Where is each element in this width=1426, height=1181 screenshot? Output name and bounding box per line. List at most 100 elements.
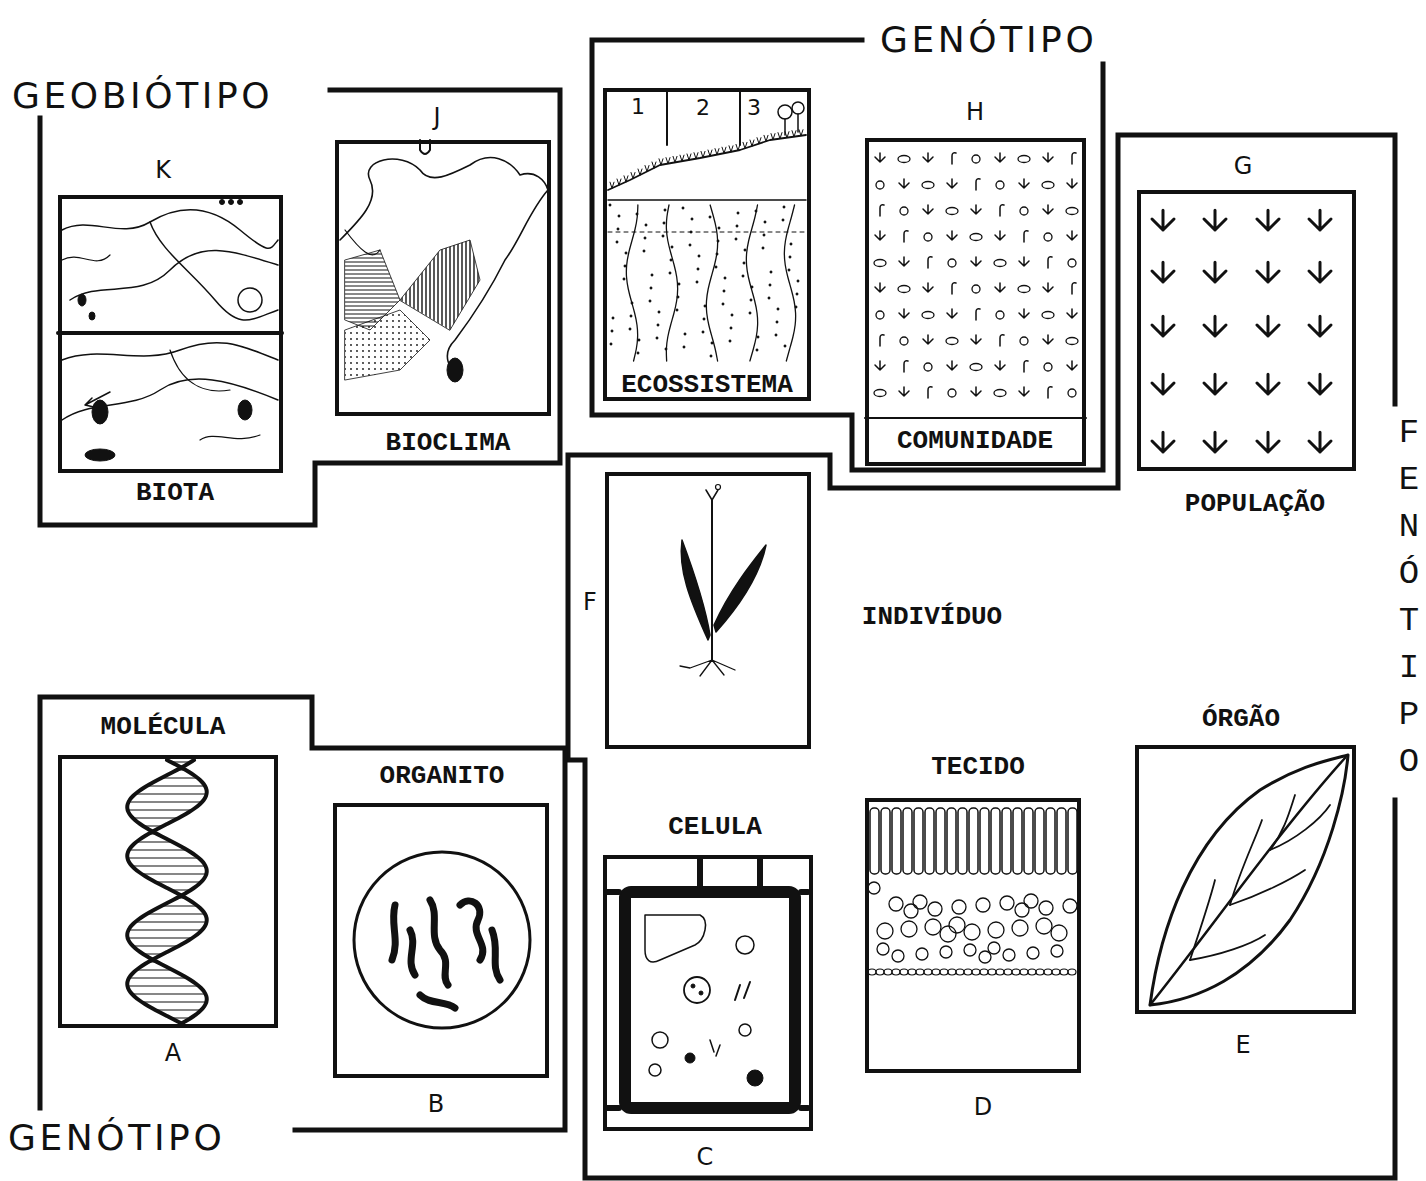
- zone-number: 3: [747, 95, 761, 121]
- panel-letter: E: [1235, 1031, 1250, 1060]
- plant-symbol: [1257, 432, 1279, 452]
- level-name: ECOSSISTEMA: [621, 370, 793, 401]
- level-group: FENÓTIPOGPOPULAÇÃOFINDIVÍDUOCELULACTECID…: [560, 125, 1426, 1181]
- panel-divider: [865, 417, 1086, 419]
- soil-dot: [630, 315, 632, 317]
- species-symbol: [900, 337, 908, 345]
- plant-symbol: [995, 283, 1005, 292]
- panel-letter: A: [165, 1039, 181, 1068]
- base-pair: [135, 793, 207, 794]
- vegetation: [771, 134, 775, 140]
- base-pair: [127, 985, 199, 986]
- plant-symbol: [947, 231, 957, 240]
- leaf-vein: [1270, 805, 1330, 850]
- leaf-vein: [1190, 935, 1265, 960]
- soil-dot: [677, 296, 679, 298]
- organelle: [735, 982, 750, 1000]
- species-symbol: [972, 155, 980, 163]
- species-symbol: [1068, 389, 1076, 397]
- soil-dot: [730, 327, 732, 329]
- epidermis-cell: [884, 969, 892, 975]
- spongy-cell: [925, 919, 941, 935]
- drawing-dot: [778, 105, 792, 119]
- panel-letter: J: [433, 103, 440, 132]
- leaf-vein: [1230, 820, 1262, 905]
- group-label: GENÓTIPO: [880, 18, 1097, 61]
- group-label: FENÓTIPO: [1392, 410, 1426, 786]
- drawing-dot: [792, 102, 804, 114]
- species-symbol: [880, 335, 884, 346]
- palisade-cell: [1046, 808, 1055, 874]
- species-symbol: [928, 257, 932, 268]
- palisade-cell: [925, 808, 934, 874]
- plant-symbol: [947, 361, 957, 370]
- soil-dot: [678, 283, 680, 285]
- level-panel: 123ECOSSISTEMA: [603, 88, 811, 401]
- base-pair: [127, 857, 199, 858]
- group-label: GENÓTIPO: [8, 1116, 225, 1159]
- plant-symbol: [947, 309, 957, 318]
- soil-dot: [703, 318, 705, 320]
- level-name: POPULAÇÃO: [1185, 489, 1325, 520]
- vegetation: [652, 162, 656, 168]
- epidermis-cell: [1052, 969, 1060, 975]
- plant-symbol: [1309, 210, 1331, 230]
- soil-dot: [717, 240, 719, 242]
- vegetation: [799, 130, 803, 136]
- plant-symbol: [875, 231, 885, 240]
- vegetation: [736, 144, 740, 150]
- species-symbol: [996, 311, 1004, 319]
- plant-symbol: [923, 283, 933, 292]
- level-panel: KBIOTA: [58, 195, 283, 473]
- soil-dot: [637, 352, 639, 354]
- species-symbol: [1048, 257, 1052, 268]
- spongy-cell: [964, 944, 976, 956]
- plant-symbol: [875, 283, 885, 292]
- leaf-vein: [1190, 880, 1215, 960]
- level-group: GENÓTIPOMOLÉCULAAORGANITOB: [0, 690, 575, 1160]
- soil-dot: [643, 250, 645, 252]
- palisade-cell: [1035, 808, 1044, 874]
- species-symbol: [922, 312, 934, 319]
- base-pair: [127, 809, 192, 810]
- plant-symbol: [995, 231, 1005, 240]
- species-symbol: [1000, 205, 1004, 216]
- vegetation: [757, 138, 761, 144]
- soil-dot: [657, 324, 659, 326]
- map-coast: [62, 210, 278, 248]
- plant-symbol: [1152, 262, 1174, 282]
- plant-stem: [706, 490, 718, 500]
- level-name: MOLÉCULA: [101, 712, 226, 743]
- spongy-cell: [949, 917, 965, 933]
- soil-dot: [770, 271, 772, 273]
- soil-dot: [670, 259, 672, 261]
- species-symbol: [1072, 283, 1076, 294]
- soil-dot: [763, 234, 765, 236]
- plant-symbol: [1152, 210, 1174, 230]
- vegetation: [687, 154, 691, 160]
- vacuole: [645, 915, 705, 962]
- vegetation: [624, 176, 628, 182]
- spongy-cell: [952, 900, 966, 914]
- soil-dot: [783, 206, 785, 208]
- soil-dot: [749, 312, 751, 314]
- species-symbol: [874, 390, 886, 397]
- palisade-cell: [892, 808, 901, 874]
- species-symbol: [970, 234, 982, 241]
- soil-layer: [608, 199, 806, 201]
- palisade-cell: [980, 808, 989, 874]
- map-coast: [170, 350, 230, 391]
- vegetation: [645, 166, 649, 172]
- soil-root: [626, 205, 638, 361]
- map-region: [447, 358, 463, 382]
- soil-dot: [756, 349, 758, 351]
- plant-symbol: [1257, 210, 1279, 230]
- soil-dot: [729, 340, 731, 342]
- panel-letter: C: [697, 1143, 714, 1172]
- base-pair: [155, 881, 201, 882]
- spongy-cell: [916, 948, 928, 960]
- drawing-dot: [229, 200, 234, 205]
- cell-nucleus: [684, 977, 710, 1003]
- spongy-cell: [1039, 901, 1053, 915]
- vegetation: [750, 140, 754, 146]
